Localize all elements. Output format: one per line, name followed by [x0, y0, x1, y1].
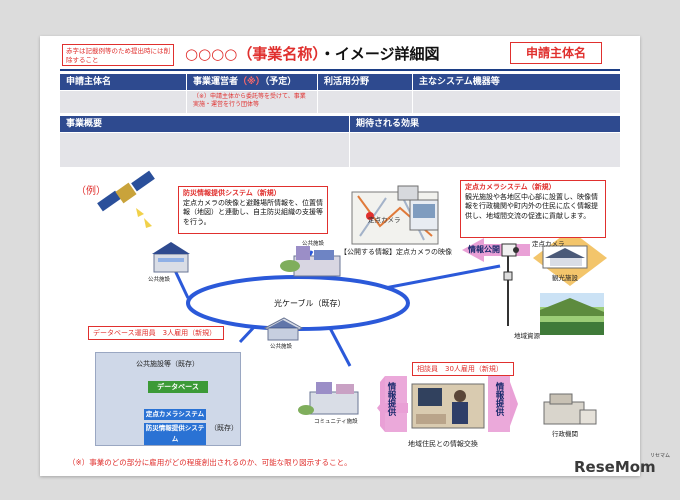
community-label: コミュニティ施設 [314, 419, 358, 425]
disaster-callout-body: 定点カメラの映像と避難場所情報を、位置情報（地図）と連動し、自主防災組織の支援等… [183, 198, 323, 226]
tourism-label: 観光施設 [552, 274, 578, 282]
fixed-camera-icon [501, 243, 519, 326]
header-operator-plan: （予定） [264, 77, 297, 87]
fixed-camera-callout: 定点カメラシステム（新規） 観光施設や各地区中心部に設置し、映像情報を行政機関や… [460, 180, 606, 238]
header-operator-mark: （※） [238, 77, 265, 87]
header-operator-label: 事業運営者 [193, 77, 239, 87]
cell-field [318, 91, 412, 113]
cable-line-5 [238, 324, 257, 344]
info-public-label: 情報公開 [468, 245, 500, 254]
header-equipment: 主なシステム機器等 [413, 74, 620, 90]
info-exchange-label: 地域住民との情報交換 [408, 440, 478, 448]
regional-resource-image [540, 293, 604, 335]
existing-suffix: （既存） [210, 424, 238, 432]
header-overview: 事業概要 [60, 116, 349, 132]
info-provide-left-label: 情報提供 [386, 382, 396, 416]
example-label: （例） [76, 186, 106, 197]
page-title: ○○○○（事業名称）・イメージ詳細図 [185, 43, 440, 64]
regional-resource-label: 地域資源 [514, 332, 540, 340]
fixed-camera-system-pill: 定点カメラシステム [144, 409, 206, 420]
database-panel: 公共施設等（既存） データベース 定点カメラシステム 防災情報提供システム （既… [95, 352, 241, 446]
footer-note: （※）事業のどの部分に雇用がどの程度創出されるのか、可能な限り図示すること。 [68, 458, 352, 467]
header-applicant: 申請主体名 [60, 74, 186, 90]
consultant-callout: 相談員 30人雇用（新規） [412, 362, 514, 376]
cell-effects [350, 133, 620, 167]
header-operator: 事業運営者（※）（予定） [187, 74, 317, 90]
disaster-system-callout: 防災情報提供システム（新規） 定点カメラの映像と避難場所情報を、位置情報（地図）… [178, 186, 328, 234]
applicant-name-box: 申請主体名 [510, 42, 602, 64]
public-facility-3-icon [263, 317, 304, 341]
database-operator-callout: データベース運用員 3人雇用（新規） [88, 326, 224, 340]
map-screenshot [351, 185, 439, 245]
cell-applicant [60, 91, 186, 113]
info-provide-right-label: 情報提供 [494, 382, 504, 416]
public-facility-label-2: 公共施設 [302, 241, 325, 247]
public-facility-label-1: 公共施設 [148, 277, 171, 283]
satellite-icon [97, 170, 155, 228]
resemom-logo: ReseMom [574, 458, 656, 476]
fixed-camera-callout-title: 定点カメラシステム（新規） [465, 183, 556, 191]
admin-label: 行政機関 [552, 430, 578, 438]
info-provide-left-arrow [377, 376, 408, 432]
disaster-callout-title: 防災情報提供システム（新規） [183, 189, 281, 197]
fixed-camera-label: 定点カメラ [532, 240, 565, 248]
cable-line-4 [328, 327, 352, 367]
resemom-logo-sub: リセマム [650, 453, 671, 459]
title-suffix: ・イメージ詳細図 [319, 45, 440, 63]
cell-equipment [413, 91, 620, 113]
admin-building-icon [543, 393, 597, 425]
tourism-facility-image [533, 230, 607, 286]
slide: 赤字は記載例等のため提出時には削除すること ○○○○（事業名称）・イメージ詳細図… [40, 36, 640, 476]
fixed-camera-callout-body: 観光施設や各地区中心部に設置し、映像情報を行政機関や町内外の住民に広く情報提供し… [465, 192, 598, 220]
disaster-system-pill: 防災情報提供システム [144, 423, 206, 445]
info-provide-right-arrow [488, 376, 518, 432]
public-facility-1-icon [152, 242, 190, 273]
optical-cable-label: 光ケーブル（既存） [274, 299, 346, 308]
delete-note: 赤字は記載例等のため提出時には削除すること [62, 44, 174, 66]
header-effects: 期待される効果 [350, 116, 620, 132]
map-camera-label: 定点カメラ [368, 216, 401, 224]
residents-image [411, 383, 485, 429]
public-facility-2-icon [280, 246, 341, 277]
title-rule [60, 69, 620, 71]
header-field: 利活用分野 [318, 74, 412, 90]
public-facility-label-3: 公共施設 [270, 344, 293, 350]
operator-note: （※）申請主体から委託等を受けて、事業実施・運営を行う団体等 [193, 93, 306, 108]
cell-overview [60, 133, 349, 167]
cell-operator: （※）申請主体から委託等を受けて、事業実施・運営を行う団体等 [187, 91, 317, 113]
community-facility-icon [298, 382, 359, 415]
public-facility-existing: 公共施設等（既存） [136, 360, 199, 368]
cable-line-2 [384, 264, 501, 290]
database-pill: データベース [148, 381, 208, 393]
public-info-caption: 【公開する情報】定点カメラの映像 [340, 248, 452, 256]
title-placeholder: ○○○○（事業名称） [185, 45, 320, 63]
